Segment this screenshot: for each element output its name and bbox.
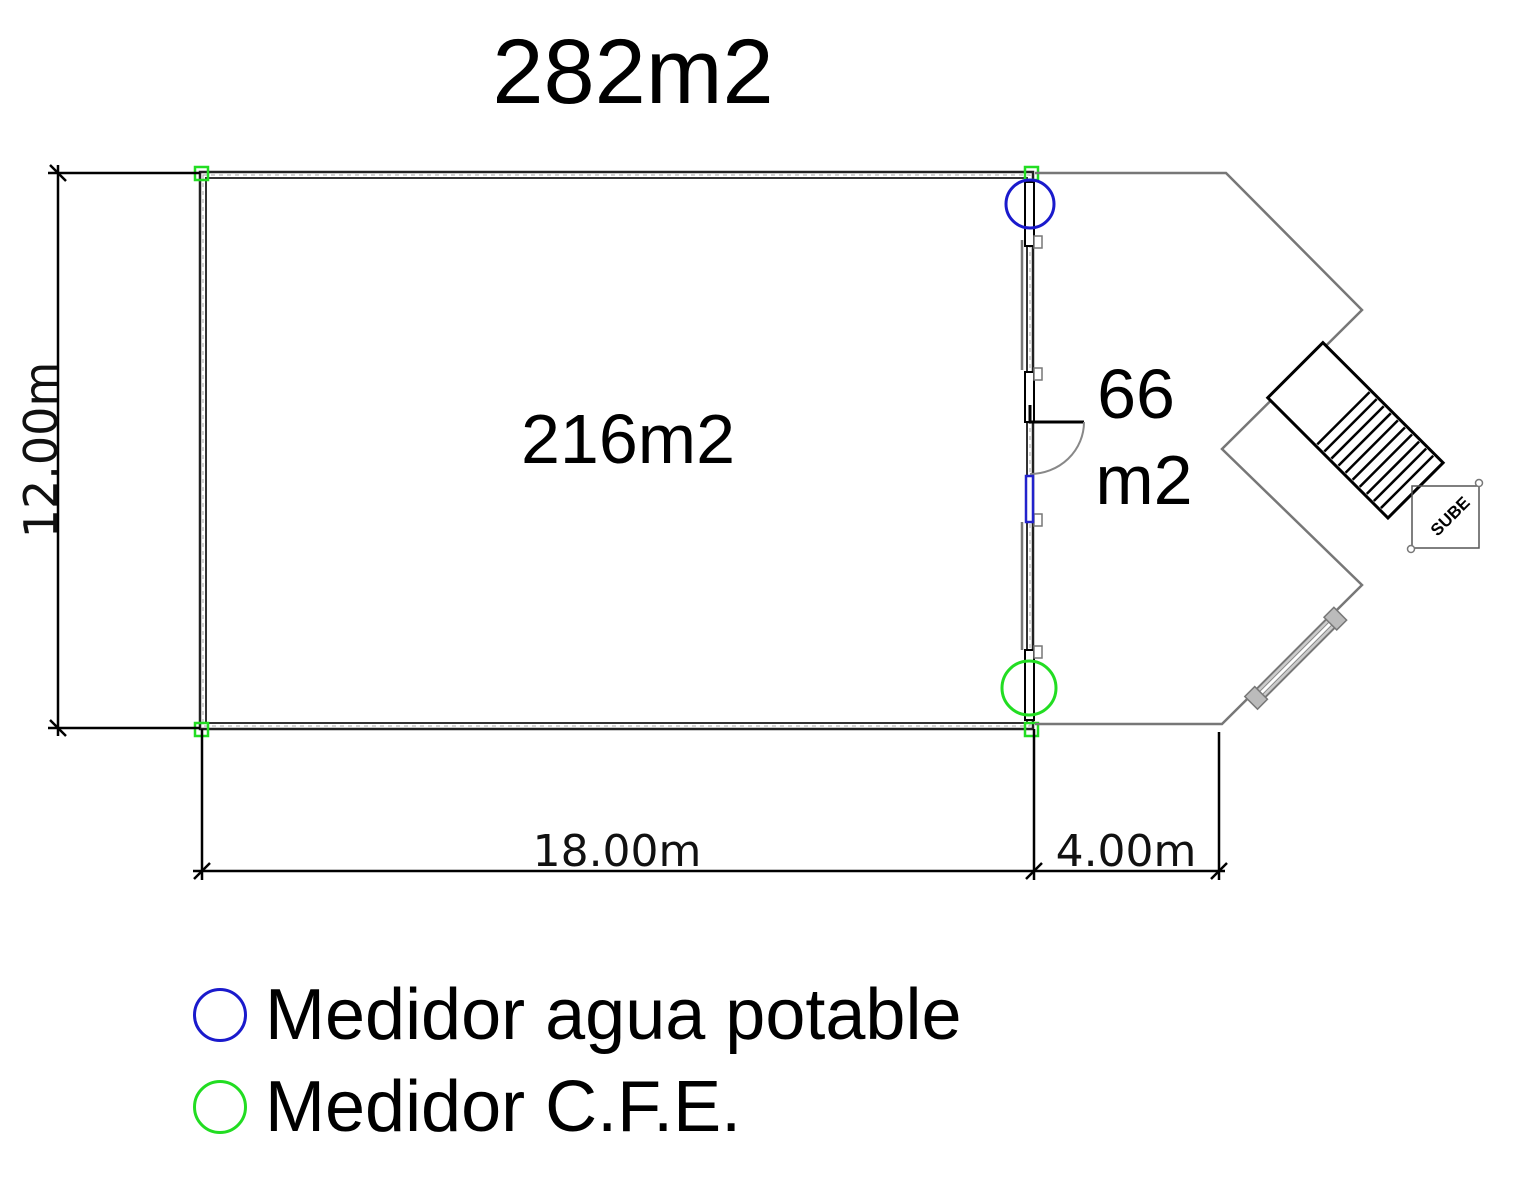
annex-area-line2: m2	[1095, 441, 1192, 519]
water-meter-legend-label: Medidor agua potable	[265, 975, 962, 1055]
stair-label: SUBE	[1427, 493, 1474, 540]
height-dimension-label: 12.00m	[14, 362, 68, 539]
angled-window	[1243, 606, 1348, 711]
water-meter-legend-icon	[193, 988, 247, 1042]
cfe-meter-marker	[1000, 659, 1058, 717]
width-dimension-label: 18.00m	[533, 826, 702, 877]
main-room-walls	[198, 170, 1035, 731]
stairs	[1265, 340, 1446, 521]
total-area-title: 282m2	[492, 21, 773, 123]
window-blue	[1024, 474, 1035, 524]
annex-dimension-label: 4.00m	[1056, 826, 1197, 877]
width-dimension-lines	[193, 729, 1228, 880]
stair-label-box: SUBE	[1406, 478, 1484, 554]
legend-water-meter: Medidor agua potable	[193, 979, 962, 1051]
main-area-label: 216m2	[521, 400, 735, 478]
water-meter-marker	[1004, 178, 1056, 230]
height-dimension-line	[48, 164, 200, 737]
door-swing	[1028, 405, 1085, 475]
cfe-meter-legend-icon	[193, 1080, 247, 1134]
annex-area-line1: 66	[1097, 355, 1175, 433]
cfe-meter-legend-label: Medidor C.F.E.	[265, 1067, 742, 1147]
annex-outline	[1020, 171, 1364, 726]
legend-cfe-meter: Medidor C.F.E.	[193, 1071, 741, 1143]
